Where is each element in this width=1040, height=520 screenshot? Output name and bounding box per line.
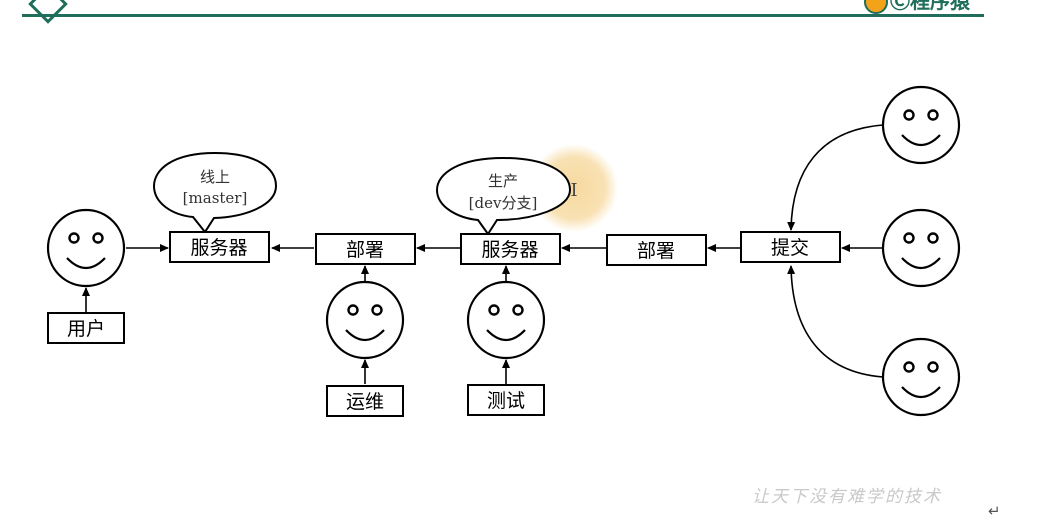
box-user-label: 用户 [67,318,105,340]
box-test-server-label: 服务器 [481,239,538,261]
box-deploy-prod: 部署 [315,233,416,265]
user-smiley-icon [46,208,126,288]
brand-logo-text: Ⓒ程序猿 [890,0,970,13]
box-deploy-test: 部署 [606,234,707,266]
text-cursor-icon: I [570,180,577,201]
dev-bubble: 生产 [dev分支] [435,156,572,236]
tester-smiley-icon [466,280,546,360]
box-prod-server-label: 服务器 [190,237,247,259]
box-deploy-test-label: 部署 [637,240,675,262]
developer-smiley-icon [881,85,961,165]
online-bubble: 线上 [master] [152,151,278,234]
connectors [82,124,884,384]
box-ops: 运维 [326,385,404,417]
ops-smiley-icon [325,280,405,360]
box-ops-label: 运维 [346,391,384,413]
box-test-server: 服务器 [460,233,561,265]
paragraph-return-icon: ↵ [988,502,1001,520]
online-bubble-branch: [master] [183,189,248,207]
developer-smiley-icon [881,208,961,288]
header-rule [22,14,984,17]
online-bubble-title: 线上 [200,168,230,186]
box-deploy-prod-label: 部署 [346,239,384,261]
box-tester: 测试 [467,384,545,416]
box-commit: 提交 [740,231,841,263]
arrow-top-dev-to-commit [787,124,884,231]
box-tester-label: 测试 [487,390,525,412]
box-commit-label: 提交 [771,237,809,259]
box-prod-server: 服务器 [169,231,270,263]
watermark: 让天下没有难学的技术 [752,487,942,507]
box-user: 用户 [47,312,125,344]
dev-bubble-title: 生产 [488,172,518,190]
arrow-bottom-dev-to-commit [787,265,884,378]
developer-smiley-icon [881,337,961,417]
dev-bubble-branch: [dev分支] [469,194,538,212]
